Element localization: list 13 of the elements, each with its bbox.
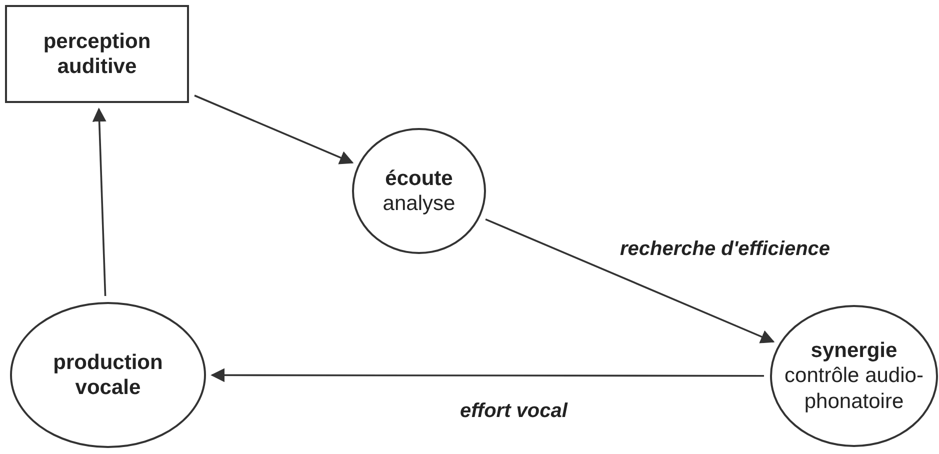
node-text: analyse: [382, 191, 456, 216]
node-title: production vocale: [52, 350, 164, 400]
node-title: synergie: [810, 338, 898, 364]
process-box: [5, 5, 189, 103]
arrow: [194, 94, 354, 164]
arrow: [92, 108, 106, 296]
node-title: écoute: [385, 166, 453, 191]
edge-label: recherche d'efficience: [620, 238, 830, 261]
arrow: [210, 368, 764, 382]
node-text: contrôle audio-phonatoire: [784, 363, 924, 414]
edge-label: effort vocal: [460, 400, 568, 423]
arrow: [485, 218, 775, 344]
node-title: perception auditive: [42, 28, 152, 80]
